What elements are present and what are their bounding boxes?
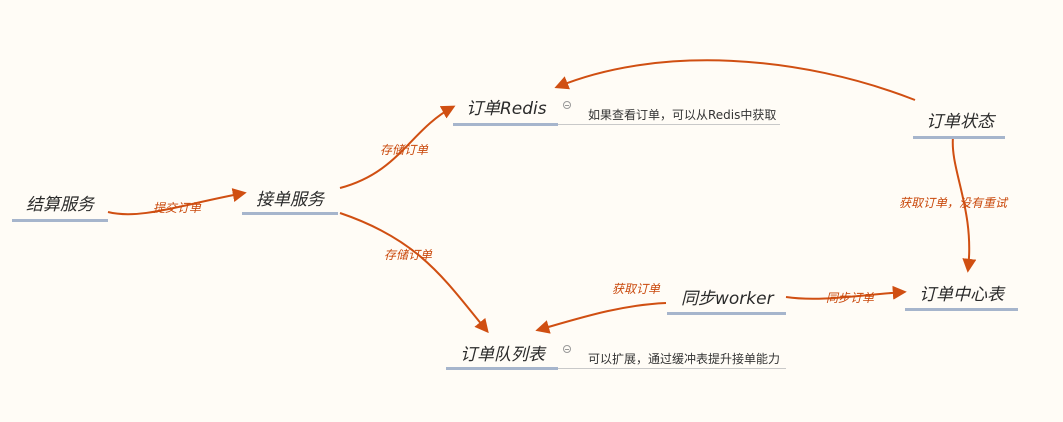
edge-label-fetch-order: 获取订单 bbox=[612, 282, 661, 296]
note-queue: 可以扩展，通过缓冲表提升接单能力 bbox=[588, 352, 781, 366]
node-order-redis-underline bbox=[453, 123, 558, 126]
node-order-status-underline bbox=[913, 136, 1005, 139]
collapse-icon[interactable] bbox=[563, 101, 571, 109]
note-redis-underline bbox=[558, 124, 780, 125]
edge-fetch-order bbox=[535, 302, 667, 334]
node-order-redis[interactable]: 订单Redis bbox=[466, 99, 547, 119]
edge-label-store-redis: 存储订单 bbox=[380, 143, 429, 157]
edge-sync-order bbox=[785, 285, 907, 300]
edge-status-to-center bbox=[951, 136, 977, 273]
node-order-service[interactable]: 接单服务 bbox=[256, 190, 324, 210]
node-sync-worker-underline bbox=[667, 312, 786, 315]
edge-store-redis bbox=[339, 105, 456, 189]
edge-label-sync-order: 同步订单 bbox=[826, 291, 875, 305]
node-order-queue[interactable]: 订单队列表 bbox=[460, 345, 545, 365]
node-order-center-underline bbox=[905, 308, 1018, 311]
edge-status-to-redis bbox=[554, 59, 916, 101]
node-order-status[interactable]: 订单状态 bbox=[926, 112, 994, 132]
edge-label-fetch-status: 获取订单，没有重试 bbox=[899, 196, 1008, 210]
collapse-icon[interactable] bbox=[563, 345, 571, 353]
note-queue-underline bbox=[558, 368, 786, 369]
node-order-service-underline bbox=[242, 212, 338, 215]
node-order-queue-underline bbox=[446, 367, 558, 370]
edge-label-store-queue: 存储订单 bbox=[384, 248, 433, 262]
edge-submit-order bbox=[107, 188, 247, 216]
node-sync-worker[interactable]: 同步worker bbox=[681, 289, 774, 309]
node-settlement-service[interactable]: 结算服务 bbox=[26, 195, 94, 215]
edge-label-submit-order: 提交订单 bbox=[153, 201, 202, 215]
note-redis: 如果查看订单，可以从Redis中获取 bbox=[588, 108, 777, 122]
node-order-center[interactable]: 订单中心表 bbox=[919, 285, 1004, 305]
node-settlement-underline bbox=[12, 219, 108, 222]
edge-store-queue bbox=[339, 212, 489, 334]
